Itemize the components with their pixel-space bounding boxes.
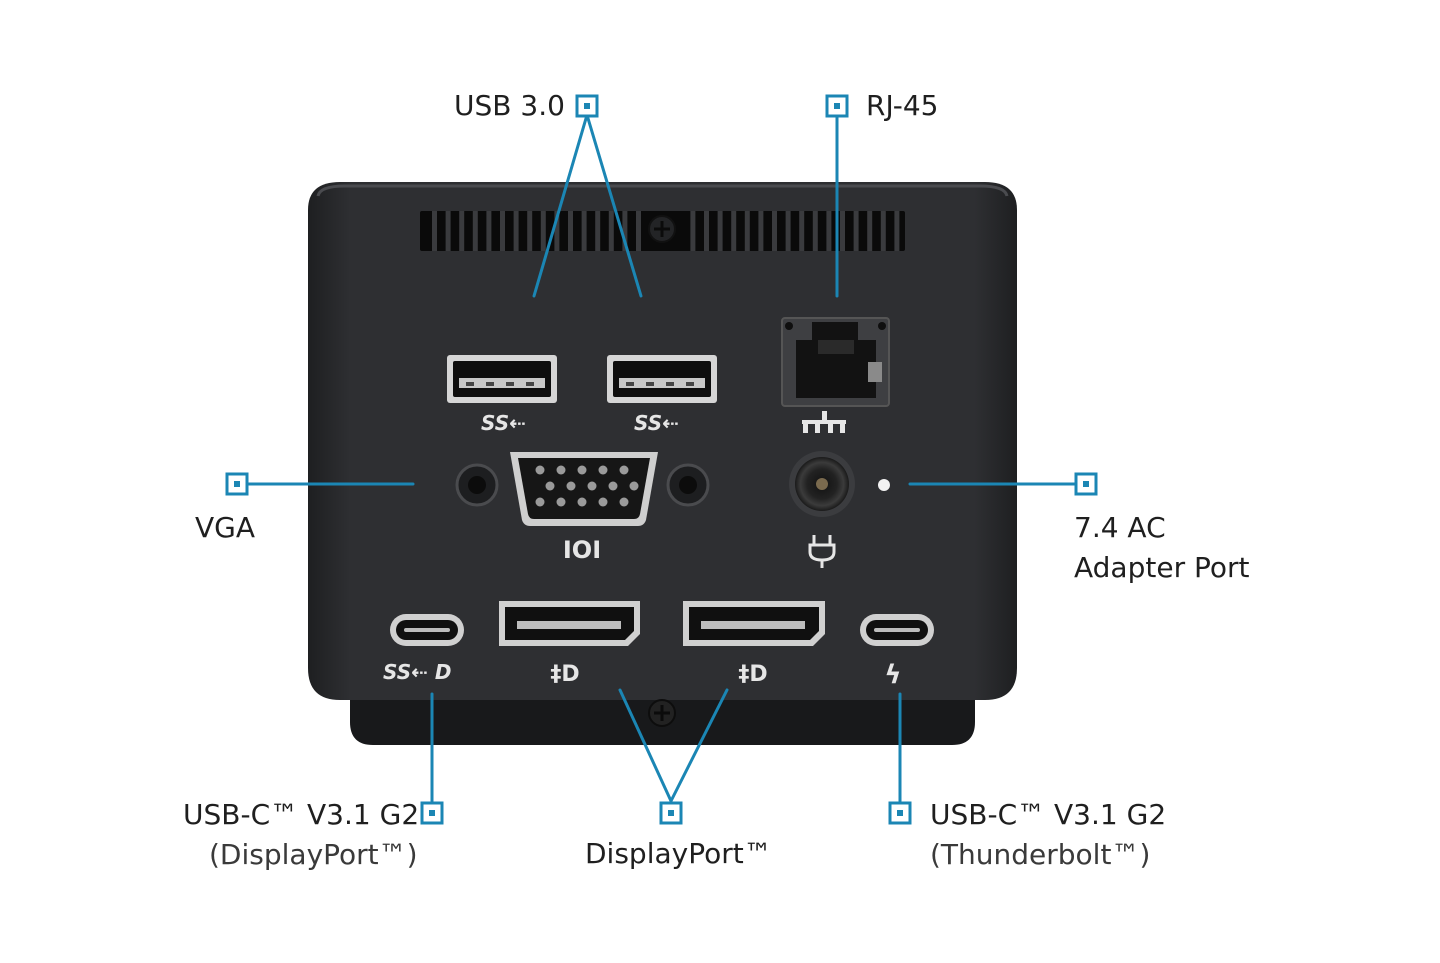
usb-a-1-symbol: SS⇠: [481, 411, 526, 435]
thunderbolt-icon: ϟ: [884, 660, 901, 690]
usb-a-port-2: [607, 355, 717, 403]
displayport-port-1: [499, 601, 640, 646]
usb-c-port-right: [860, 614, 934, 646]
label-rj45: RJ-45: [866, 86, 938, 126]
status-led: [878, 479, 890, 491]
label-usb3: USB 3.0: [454, 86, 565, 126]
displayport-port-2: [683, 601, 825, 646]
network-icon: [802, 411, 846, 433]
callout-marker-ac: [1074, 472, 1098, 496]
label-ac: 7.4 AC Adapter Port: [1074, 508, 1250, 588]
dock-top-bevel: [316, 184, 1009, 197]
ac-adapter-jack: [789, 451, 855, 517]
vga-symbol: IOI: [563, 536, 601, 564]
callout-lines: [245, 113, 1077, 803]
label-vga-title: VGA: [195, 511, 256, 544]
screw-top: [648, 215, 676, 243]
label-displayport-title: DisplayPort™: [585, 837, 772, 870]
callout-marker-usb3: [575, 94, 599, 118]
label-rj45-title: RJ-45: [866, 89, 939, 122]
vga-port: [510, 452, 658, 526]
label-ac-subtitle: Adapter Port: [1074, 551, 1250, 584]
displayport-1-symbol: ‡D: [550, 662, 579, 687]
callout-marker-vga: [225, 472, 249, 496]
callout-marker-rj45: [825, 94, 849, 118]
vga-screw-right: [666, 463, 710, 507]
usb-c-port-left: [390, 614, 464, 646]
dock-body: [308, 182, 1017, 700]
label-ac-title: 7.4 AC: [1074, 511, 1166, 544]
label-usbc-tb-title: USB-C™ V3.1 G2: [930, 798, 1167, 831]
displayport-2-symbol: ‡D: [738, 662, 767, 687]
rj45-port: [781, 317, 890, 407]
label-vga: VGA: [195, 508, 255, 548]
usb-c-left-symbol: SS⇠ D: [383, 660, 451, 684]
label-usb3-title: USB 3.0: [454, 89, 565, 122]
label-usbc-tb-subtitle: (Thunderbolt™): [930, 838, 1151, 871]
callout-marker-displayport: [659, 801, 683, 825]
label-usbc-tb: USB-C™ V3.1 G2 (Thunderbolt™): [930, 795, 1166, 875]
callout-marker-usbc-tb: [888, 801, 912, 825]
usb-a-2-symbol: SS⇠: [634, 411, 679, 435]
vga-screw-left: [455, 463, 499, 507]
power-plug-icon: [808, 535, 836, 568]
label-usbc-dp-subtitle: (DisplayPort™): [209, 838, 418, 871]
screw-bottom: [648, 699, 676, 727]
label-displayport: DisplayPort™: [585, 834, 772, 874]
callout-marker-usbc-dp: [420, 801, 444, 825]
label-usbc-dp-title: USB-C™ V3.1 G2: [183, 798, 420, 831]
label-usbc-dp: USB-C™ V3.1 G2 (DisplayPort™): [183, 795, 419, 875]
usb-a-port-1: [447, 355, 557, 403]
